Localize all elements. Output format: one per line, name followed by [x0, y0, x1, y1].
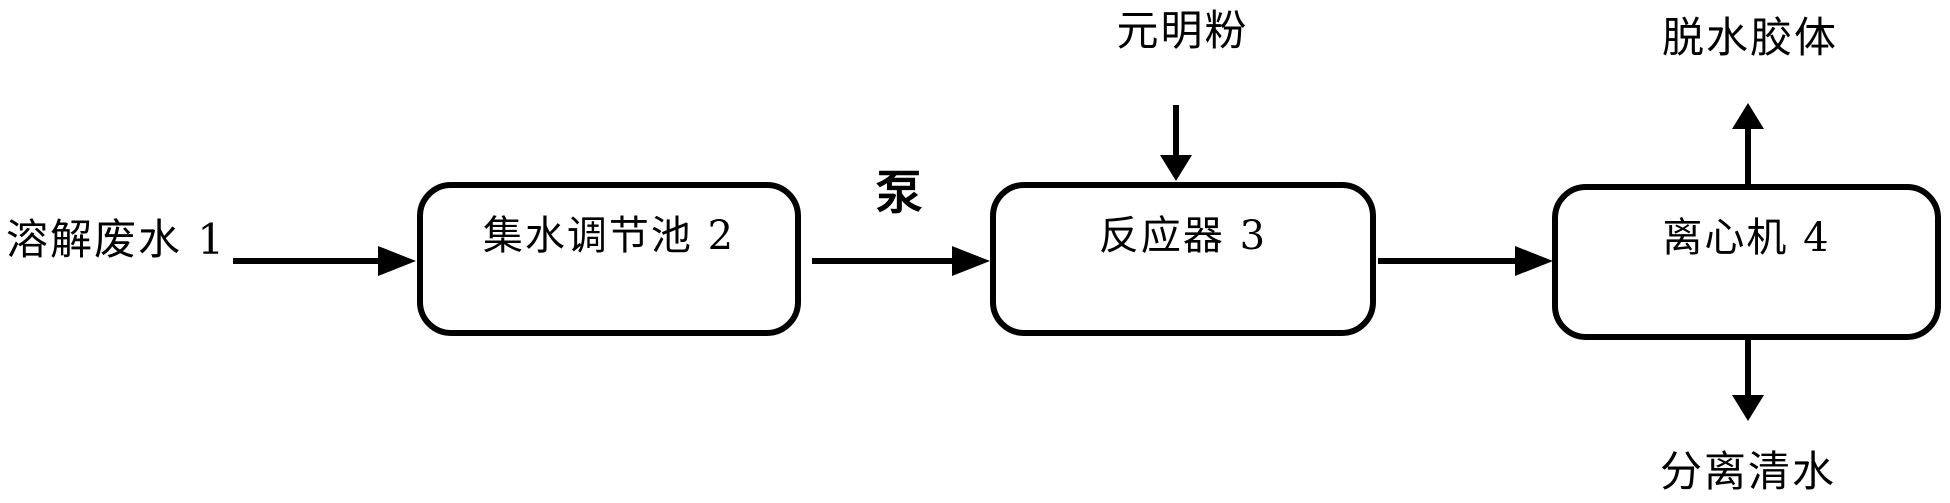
input-stream-label: 溶解废水 1 — [6, 215, 227, 264]
arrow-right-icon — [1515, 246, 1553, 276]
arrow-up-icon — [1732, 103, 1764, 129]
arrow-down-icon — [1732, 395, 1764, 421]
arrow-shaft — [233, 258, 385, 264]
arrow-shaft — [1173, 105, 1179, 157]
arrow-shaft — [1378, 258, 1517, 264]
arrow-shaft — [1745, 127, 1751, 184]
pump-label: 泵 — [875, 166, 925, 221]
node-collection-pool-label: 集水调节池 2 — [482, 213, 736, 259]
arrow-down-icon — [1160, 155, 1192, 181]
node-centrifuge: 离心机 4 — [1552, 184, 1941, 340]
node-centrifuge-label: 离心机 4 — [1662, 215, 1831, 261]
arrow-right-icon — [378, 246, 416, 276]
bottom-output-label: 分离清水 — [1660, 447, 1837, 496]
arrow-shaft — [1745, 340, 1751, 397]
top-output-label: 脱水胶体 — [1661, 13, 1838, 62]
node-collection-pool: 集水调节池 2 — [417, 182, 801, 336]
arrow-shaft — [812, 258, 960, 264]
arrow-right-icon — [952, 246, 990, 276]
node-reactor: 反应器 3 — [990, 182, 1376, 336]
node-reactor-label: 反应器 3 — [1098, 213, 1268, 259]
reagent-label: 元明粉 — [1116, 6, 1249, 55]
